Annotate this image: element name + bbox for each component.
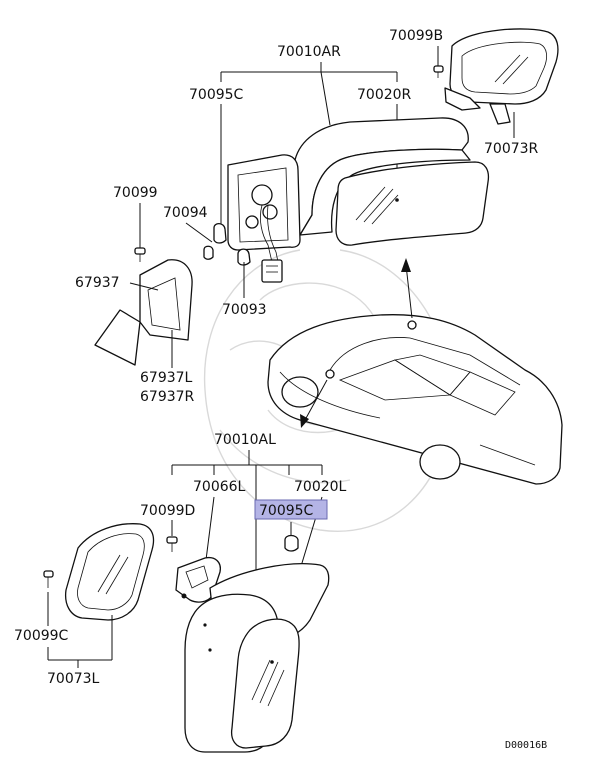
screw-70099c bbox=[43, 570, 54, 588]
arrow-down-left bbox=[300, 379, 328, 428]
clip-small bbox=[203, 245, 214, 260]
label-screw-b: 70099B bbox=[389, 28, 443, 44]
label-bracket-l: 70066L bbox=[193, 479, 246, 495]
label-assy-r: 70010AR bbox=[277, 44, 341, 60]
label-glass-l: 70020L bbox=[294, 479, 347, 495]
screw-70099 bbox=[134, 247, 146, 262]
screw-70099d bbox=[166, 536, 178, 552]
left-mirror-glass bbox=[230, 618, 300, 749]
clip-70094 bbox=[213, 222, 227, 244]
label-assy-l: 70010AL bbox=[214, 432, 276, 448]
right-mirror-70073r bbox=[444, 28, 559, 125]
label-screw-d: 70099D bbox=[140, 503, 195, 519]
label-mirror-r: 70073R bbox=[484, 141, 539, 157]
right-mirror-base bbox=[227, 154, 301, 283]
garnish-67937 bbox=[94, 259, 193, 366]
label-screw: 70099 bbox=[113, 185, 158, 201]
label-glass-r: 70020R bbox=[357, 87, 412, 103]
car-outline bbox=[267, 314, 563, 485]
left-mirror-70073l bbox=[64, 523, 155, 621]
arrow-up-right bbox=[401, 258, 413, 319]
screw-70099b bbox=[433, 65, 444, 78]
clip-70095c bbox=[284, 534, 299, 552]
leader-garnish bbox=[129, 282, 159, 291]
label-garnish-r: 67937R bbox=[140, 389, 195, 405]
diagram-code: D00016B bbox=[505, 740, 547, 751]
label-garnish: 67937 bbox=[75, 275, 120, 291]
label-garnish-l: 67937L bbox=[140, 370, 193, 386]
right-mirror-glass bbox=[335, 161, 490, 246]
label-cover-c-r: 70095C bbox=[189, 87, 244, 103]
label-screw-c: 70099C bbox=[14, 628, 69, 644]
highlight-box[interactable] bbox=[254, 499, 328, 520]
leader-mirror-l bbox=[47, 592, 113, 668]
label-clip-94: 70094 bbox=[163, 205, 208, 221]
label-clip-93: 70093 bbox=[222, 302, 267, 318]
clip-70093 bbox=[237, 248, 251, 266]
leader-clip-94 bbox=[185, 222, 213, 243]
label-mirror-l: 70073L bbox=[47, 671, 100, 687]
label-cover-c-l[interactable]: 70095C bbox=[259, 503, 314, 519]
